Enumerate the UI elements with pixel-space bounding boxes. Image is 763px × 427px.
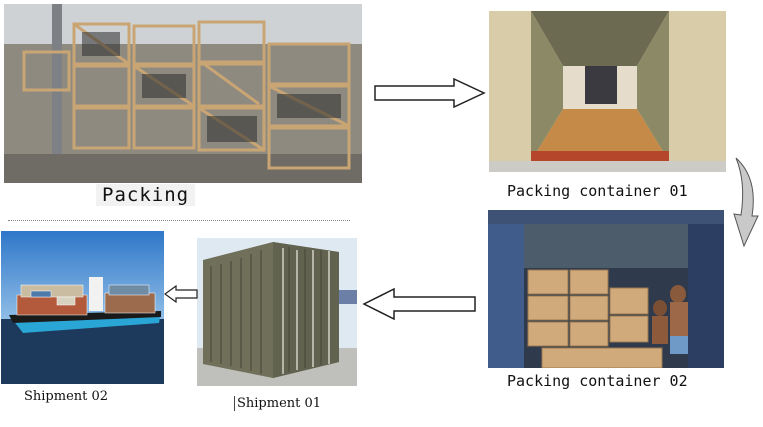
shipment-01-photo [197,238,357,386]
curved-arrow-down-icon [733,157,759,248]
arrow-left-icon [362,288,476,320]
shipment-01-caption: Shipment 01 [234,396,321,411]
arrow-right-icon [374,78,486,108]
packing-container-01-caption: Packing container 01 [507,182,688,200]
packing-caption: Packing [96,184,196,206]
shipment-02-caption: Shipment 02 [24,389,109,404]
packing-container-01-photo [489,11,726,172]
packing-photo [4,4,362,183]
packing-container-02-caption: Packing container 02 [507,372,688,390]
packing-container-02-photo [488,210,724,368]
small-arrow-left-icon [164,285,198,303]
divider-line [8,220,350,221]
shipment-02-photo [1,231,164,384]
